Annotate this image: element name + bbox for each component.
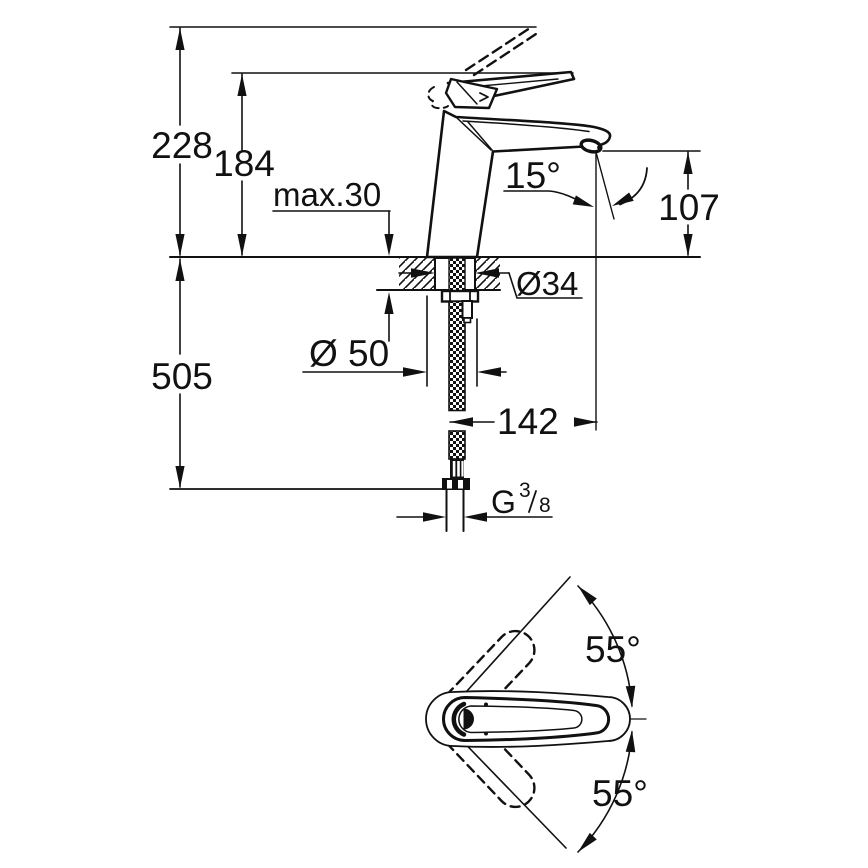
arrow-up-icon — [175, 28, 185, 50]
arrow-right-icon — [423, 512, 446, 522]
below-deck-assembly — [434, 257, 480, 532]
thread-g: G — [491, 484, 516, 520]
arrow-curved-icon — [612, 192, 634, 206]
top-view: 55° 55° — [425, 576, 648, 853]
arrow-right-icon — [403, 367, 427, 377]
thread-denominator: 8 — [539, 494, 551, 517]
threaded-shank — [448, 257, 466, 292]
arrow-up-icon — [384, 292, 394, 314]
connector-slot — [458, 480, 463, 489]
label-shank-diameter: Ø34 — [516, 265, 578, 302]
swing-arc-arrowheads — [578, 586, 636, 852]
lever-boss — [444, 77, 499, 110]
collar-slot — [452, 461, 456, 477]
faucet-side-view — [425, 26, 612, 259]
outlet-dot — [597, 145, 602, 150]
label-swing-lower: 55° — [592, 773, 648, 814]
spout-top-detail — [462, 120, 590, 133]
dimension-labels: 228 184 max.30 15° 107 Ø34 Ø 50 505 142 … — [151, 125, 720, 520]
boss-detail-line — [456, 81, 478, 105]
arrow-left-icon — [477, 367, 501, 377]
arrow-leader-icon — [572, 195, 594, 207]
spout-angle-lines — [595, 151, 615, 431]
connector-nut — [442, 478, 470, 490]
arrow-arc-icon — [625, 730, 636, 753]
arrow-arc-icon — [625, 685, 636, 708]
lever-swing-dashed-outline — [427, 86, 449, 110]
stream-angle-line — [595, 151, 615, 220]
label-overall-height: 228 — [151, 125, 213, 166]
label-spout-reach: 142 — [497, 401, 559, 442]
arrow-arc-icon — [578, 832, 597, 852]
handle-dot — [484, 702, 488, 707]
label-hose-length: 505 — [151, 356, 213, 397]
mounting-nut — [440, 289, 480, 303]
arrow-up-icon — [175, 259, 185, 281]
arrow-down-icon — [175, 234, 185, 256]
arrow-right-icon — [411, 268, 435, 278]
label-outlet-height: 107 — [658, 187, 720, 228]
label-spout-angle: 15° — [505, 155, 561, 196]
handle-top-view — [425, 690, 631, 748]
connector-slot — [447, 480, 452, 489]
side-view: 228 184 max.30 15° 107 Ø34 Ø 50 505 142 … — [151, 26, 720, 532]
handle-inner-line — [458, 705, 583, 734]
arrow-down-icon — [683, 234, 693, 256]
arrow-up-icon — [683, 152, 693, 174]
arrow-left-icon — [464, 512, 487, 522]
arrow-up-icon — [237, 74, 247, 96]
cartridge-mark — [463, 708, 474, 730]
lever-raised-dashed-1 — [464, 26, 532, 72]
arrow-left-icon — [450, 417, 473, 427]
collar-slot — [461, 461, 464, 477]
hose-fitting-tip — [463, 317, 472, 324]
arrow-left-icon — [475, 268, 499, 278]
handle-dot — [484, 731, 488, 736]
cartridge-crescent — [451, 701, 467, 737]
thread-numerator: 3 — [519, 479, 531, 502]
hose-fitting — [461, 300, 473, 319]
handle-main-outline — [442, 696, 611, 742]
label-thread-size: G 3 8 — [491, 479, 551, 520]
swing-line-upper — [447, 576, 571, 713]
flex-hose-upper — [448, 300, 466, 412]
label-deck-max: max.30 — [273, 176, 381, 213]
fraction-slash — [528, 490, 537, 513]
lever-raised-dashed-2 — [472, 32, 538, 77]
boss-chevron-mark — [479, 92, 489, 102]
label-base-diameter: Ø 50 — [309, 333, 389, 374]
arrow-arc-icon — [578, 586, 597, 606]
arrow-down-icon — [237, 234, 247, 256]
dia34-leader-shelf — [508, 272, 583, 299]
label-lever-height: 184 — [213, 143, 275, 184]
flex-hose-lower — [448, 430, 466, 460]
body-fold-line — [456, 117, 492, 151]
label-swing-upper: 55° — [585, 629, 641, 670]
dimension-arrowheads — [175, 28, 693, 522]
arrow-down-icon — [175, 466, 185, 488]
body-fold-line-2 — [467, 121, 493, 151]
collar-slot — [457, 461, 460, 477]
arrow-right-icon — [574, 417, 597, 427]
arrow-down-icon — [384, 234, 394, 256]
